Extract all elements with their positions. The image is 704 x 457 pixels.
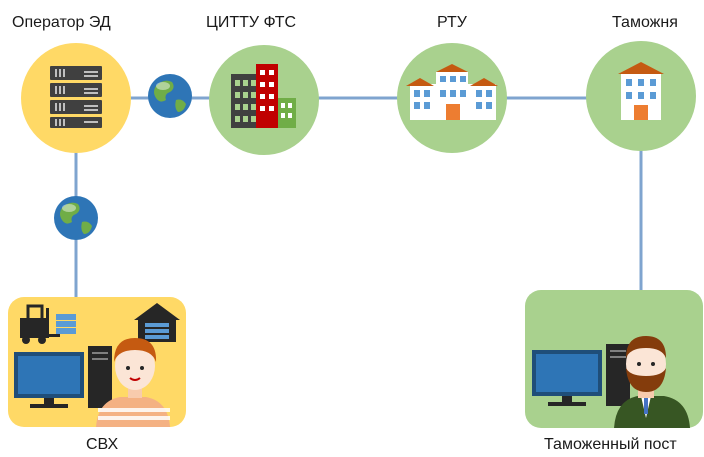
building-icon: [618, 62, 664, 120]
svh-node: [8, 297, 186, 427]
connection-lines: [74, 96, 643, 300]
rtu-label: РТУ: [437, 14, 467, 31]
cittu-node: [209, 45, 319, 155]
operator-node: [21, 43, 131, 153]
globe-icon: [54, 196, 98, 240]
forklift-icon: [20, 304, 76, 344]
city-buildings-icon: [231, 64, 296, 128]
globe-icon: [148, 74, 192, 118]
person-icon: [96, 338, 170, 427]
cittu-label: ЦИТТУ ФТС: [206, 14, 297, 31]
post-label: Таможенный пост: [544, 436, 677, 453]
computer-icon: [14, 346, 112, 408]
server-icon: [50, 66, 102, 128]
building-icon: [406, 64, 498, 120]
rtu-node: [397, 43, 507, 153]
post-node: [525, 290, 703, 428]
warehouse-icon: [134, 303, 180, 342]
computer-icon: [532, 344, 630, 406]
operator-label: Оператор ЭД: [12, 14, 111, 31]
customs-node: [586, 41, 696, 151]
customs-label: Таможня: [612, 14, 678, 31]
svh-label: СВХ: [86, 436, 119, 453]
officer-icon: [614, 336, 690, 428]
